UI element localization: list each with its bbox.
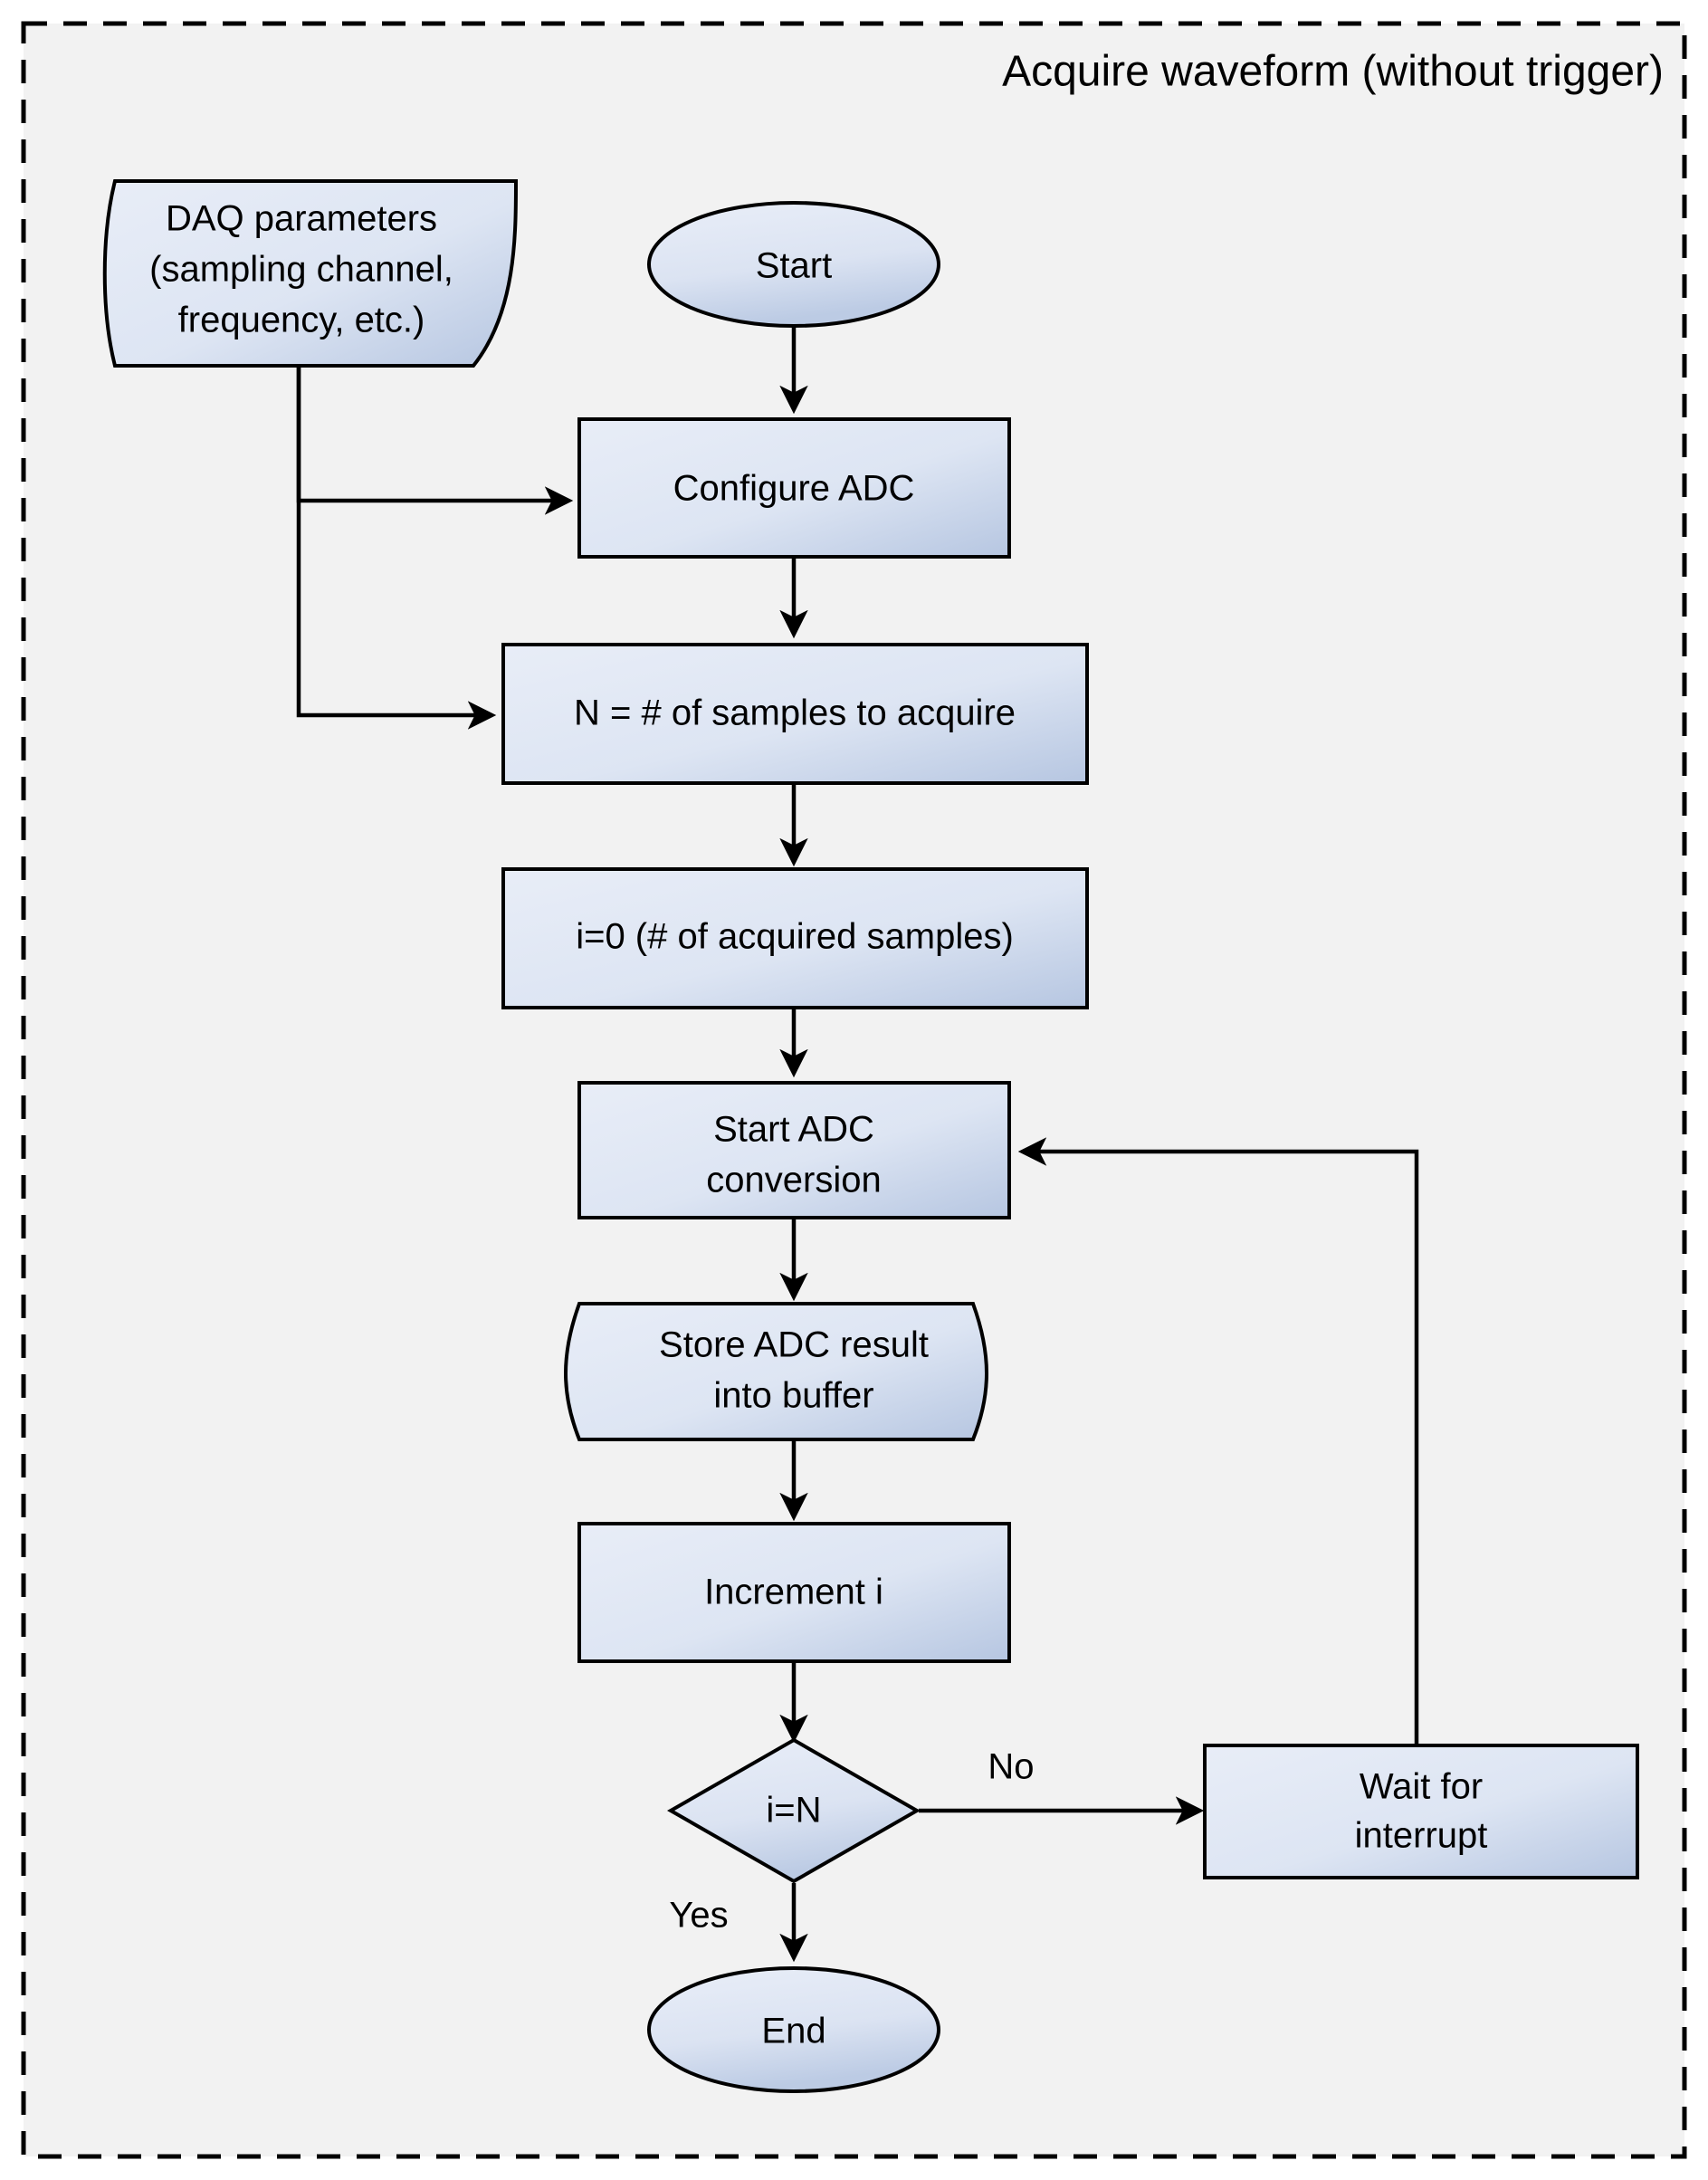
- configure-adc-label: Configure ADC: [673, 469, 915, 509]
- page-title: Acquire waveform (without trigger): [1002, 48, 1664, 96]
- node-decision[interactable]: i=N: [666, 1737, 921, 1884]
- start-label: Start: [756, 246, 832, 286]
- store-result-line2: into buffer: [713, 1376, 873, 1416]
- node-n-samples[interactable]: N = # of samples to acquire: [501, 643, 1089, 785]
- node-daq-parameters[interactable]: DAQ parameters (sampling channel, freque…: [102, 179, 519, 368]
- i-zero-label: i=0 (# of acquired samples): [576, 917, 1014, 957]
- node-i-zero[interactable]: i=0 (# of acquired samples): [501, 867, 1089, 1009]
- n-samples-label: N = # of samples to acquire: [574, 693, 1016, 733]
- edge-label-no: No: [988, 1747, 1034, 1787]
- start-conversion-line1: Start ADC: [713, 1110, 874, 1150]
- node-wait-interrupt[interactable]: Wait for interrupt: [1203, 1744, 1639, 1879]
- daq-parameters-line3: frequency, etc.): [178, 301, 425, 340]
- daq-parameters-line1: DAQ parameters: [166, 199, 437, 239]
- node-increment-i[interactable]: Increment i: [577, 1522, 1011, 1663]
- wait-interrupt-line2: interrupt: [1355, 1816, 1488, 1856]
- wait-interrupt-line1: Wait for: [1360, 1767, 1483, 1807]
- end-label: End: [761, 2012, 825, 2051]
- daq-parameters-line2: (sampling channel,: [149, 250, 453, 290]
- start-conversion-line2: conversion: [706, 1161, 881, 1200]
- increment-i-label: Increment i: [704, 1573, 883, 1612]
- node-start[interactable]: Start: [647, 201, 940, 328]
- connector-daq-to-nsamples: [296, 366, 497, 730]
- node-store-result[interactable]: Store ADC result into buffer: [564, 1302, 988, 1441]
- decision-label: i=N: [766, 1791, 821, 1831]
- edge-label-yes: Yes: [669, 1896, 728, 1936]
- connector-wait-to-startconv: [1017, 1137, 1419, 1747]
- node-configure-adc[interactable]: Configure ADC: [577, 417, 1011, 559]
- node-start-conversion[interactable]: Start ADC conversion: [577, 1081, 1011, 1219]
- node-end[interactable]: End: [647, 1966, 940, 2093]
- store-result-line1: Store ADC result: [659, 1325, 929, 1365]
